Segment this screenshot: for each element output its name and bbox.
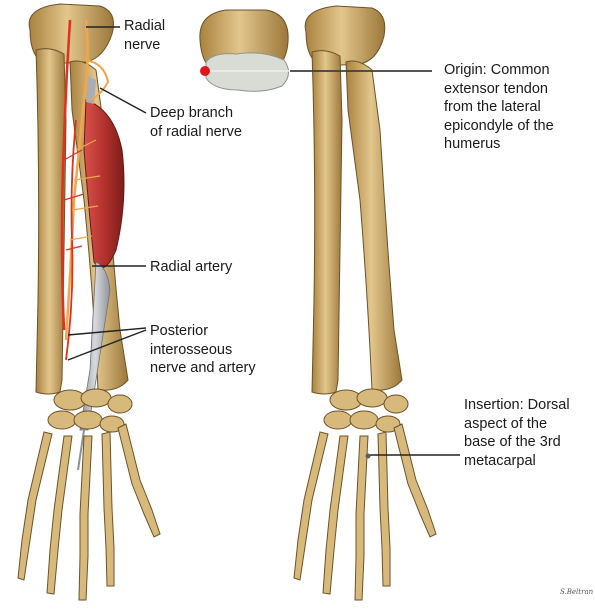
leader-lines — [67, 26, 460, 456]
leader-deep-branch — [99, 87, 147, 114]
label-radial-artery: Radial artery — [150, 259, 233, 275]
deep-branch-path — [83, 59, 110, 101]
left-fingers — [17, 423, 161, 601]
left-forearm — [17, 3, 161, 601]
left-carpals — [47, 388, 133, 433]
label-deep-branch: Deep branch of radial nerve — [150, 105, 242, 140]
label-posterior-interosseous: Posterior interosseous nerve and artery — [150, 323, 256, 376]
leader-posterior-1 — [67, 327, 147, 336]
right-carpals — [323, 388, 409, 433]
artist-signature: S.Beltran — [560, 588, 594, 596]
radial-nerve-path — [64, 19, 89, 341]
right-radius — [345, 60, 403, 391]
nerve-branches — [69, 139, 101, 241]
origin-tendon — [86, 76, 96, 104]
extensor-muscle-belly — [83, 99, 125, 269]
radial-artery-path — [60, 19, 72, 331]
origin-marker — [200, 66, 210, 76]
label-origin: Origin: Common extensor tendon from the … — [444, 62, 554, 152]
right-fingers — [293, 423, 437, 601]
label-radial-nerve: Radial nerve — [124, 18, 166, 53]
left-ulna — [35, 48, 67, 395]
label-insertion: Insertion: Dorsal aspect of the base of … — [464, 397, 570, 469]
artery-branches — [63, 149, 85, 251]
insertion-marker — [365, 453, 371, 459]
right-forearm — [293, 5, 437, 601]
right-ulna — [311, 50, 343, 395]
leader-posterior-2 — [67, 329, 147, 361]
tendon-to-finger — [77, 429, 85, 471]
capitulum-detail — [205, 52, 289, 92]
elbow-detail — [199, 9, 289, 92]
